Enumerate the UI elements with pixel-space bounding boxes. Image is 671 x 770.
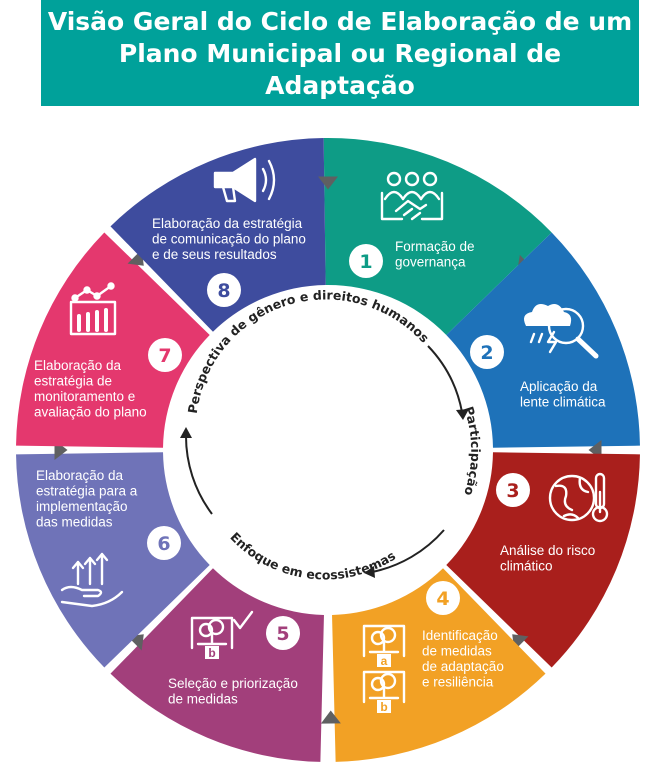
step-4-label-line: e resiliência xyxy=(422,675,494,690)
step-8-number-badge xyxy=(207,273,241,307)
step-6-number: 6 xyxy=(157,533,170,555)
step-6-number-badge xyxy=(147,526,181,560)
step-7-label-line: estratégia de xyxy=(34,374,112,389)
bar-chart-icon xyxy=(69,282,117,336)
step-6-label-line: estratégia para a xyxy=(36,484,138,499)
step-7-number-badge xyxy=(148,338,182,372)
megaphone-icon xyxy=(213,157,276,203)
step-6-label-line: implementação xyxy=(36,499,128,514)
climate-lens-icon xyxy=(524,304,599,359)
step-8-connector-arrow xyxy=(318,176,338,190)
step-3-number: 3 xyxy=(506,480,519,502)
step-7-label-line: monitoramento e xyxy=(34,389,135,404)
step-8-sector xyxy=(110,138,326,332)
tree-selection-icon: b xyxy=(190,610,254,660)
globe-thermometer-icon xyxy=(548,472,609,523)
step-4-number-badge xyxy=(426,581,460,615)
step-1-label-line: Formação de xyxy=(395,239,475,254)
step-7-label-line: Elaboração da xyxy=(34,358,122,373)
step-4-label-line: de adaptação xyxy=(422,659,504,674)
ring-arrow-top-right xyxy=(427,345,463,413)
ring-arrowhead-3 xyxy=(180,427,192,438)
svg-text:b: b xyxy=(380,700,387,714)
step-2-number-badge xyxy=(470,335,504,369)
step-6-sector xyxy=(16,452,210,668)
step-1-label-line: governança xyxy=(395,255,466,270)
step-2-label-line: Aplicação da xyxy=(520,379,598,394)
svg-text:b: b xyxy=(208,646,215,660)
step-6-label-line: das medidas xyxy=(36,515,113,530)
step-4-connector-arrow xyxy=(320,710,341,724)
ring-arrowhead-2 xyxy=(364,566,375,578)
step-1-number-badge xyxy=(349,244,383,278)
step-3-label-line: Análise do risco xyxy=(500,543,595,558)
handshake-group-icon xyxy=(380,171,444,221)
step-2-label-line: lente climática xyxy=(520,395,606,410)
step-4-label-line: de medidas xyxy=(422,644,492,659)
step-1-number: 1 xyxy=(359,251,372,273)
hand-growth-icon xyxy=(60,552,124,608)
ring-label-participation: Participação xyxy=(461,405,483,498)
step-5-label-line: de medidas xyxy=(168,692,238,707)
step-3-label-line: climático xyxy=(500,559,553,574)
title-banner: Visão Geral do Ciclo de Elaboração de um… xyxy=(41,0,639,106)
step-8-label-line: Elaboração da estratégia xyxy=(152,216,303,231)
step-7-sector xyxy=(16,232,210,448)
inner-ring: Perspectiva de gênero e direitos humanos… xyxy=(180,287,483,582)
ring-arrow-bottom-right xyxy=(371,529,445,573)
step-1-sector xyxy=(323,138,552,335)
step-6-label-line: Elaboração da xyxy=(36,468,124,483)
step-2-sector xyxy=(446,232,640,448)
ring-arrow-left xyxy=(184,433,213,515)
step-8-number: 8 xyxy=(217,280,230,302)
step-3-number-badge xyxy=(496,473,530,507)
step-5-sector xyxy=(110,568,324,762)
step-4-sector xyxy=(332,568,546,762)
step-4-label-line: Identificação xyxy=(422,628,498,643)
step-7-number: 7 xyxy=(158,345,171,367)
step-5-number-badge xyxy=(266,616,300,650)
step-8-label-line: e de seus resultados xyxy=(152,247,277,262)
ring-arrowhead-1 xyxy=(456,409,469,420)
step-4-number: 4 xyxy=(436,588,449,610)
tree-options-icon: ab xyxy=(362,624,406,714)
step-8-label-line: de comunicação do plano xyxy=(152,232,306,247)
page-title: Visão Geral do Ciclo de Elaboração de um… xyxy=(47,7,633,100)
step-5-number: 5 xyxy=(276,623,289,645)
step-5-label-line: Seleção e priorização xyxy=(168,676,298,691)
step-7-label-line: avaliação do plano xyxy=(34,405,147,420)
svg-text:a: a xyxy=(381,654,388,668)
step-2-number: 2 xyxy=(480,342,493,364)
